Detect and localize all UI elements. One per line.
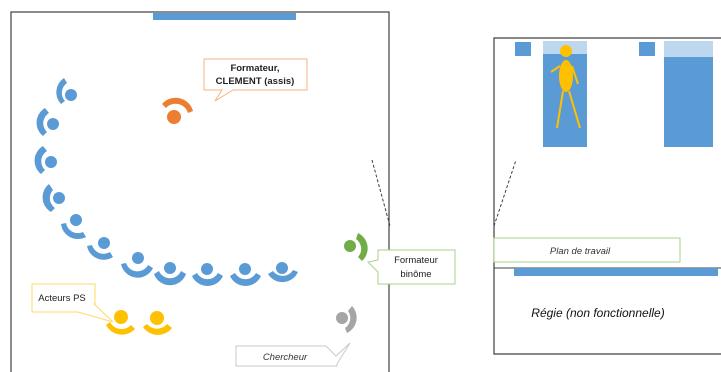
- actor-person-icon: [106, 310, 135, 335]
- researcher-person-icon: [336, 306, 357, 333]
- trainer-clement-person-icon: [162, 97, 193, 124]
- participant-person-icon: [36, 108, 59, 136]
- participants-arc: [34, 78, 298, 287]
- room-top-bar: [153, 13, 296, 20]
- control-room: Plan de travail Régie (non fonctionnelle…: [493, 37, 721, 355]
- bedside-unit: [639, 42, 655, 56]
- callout-trainer-clement: Formateur, CLEMENT (assis): [203, 58, 308, 102]
- bed-icon: [664, 41, 713, 147]
- window-line: [371, 159, 391, 227]
- participant-person-icon: [87, 237, 113, 260]
- participant-person-icon: [34, 146, 57, 174]
- callout-trainer-pair-line2: binôme: [400, 269, 431, 280]
- callout-actors-ps: Acteurs PS: [31, 283, 114, 323]
- trainer-pair-person-icon: [344, 233, 368, 261]
- participant-person-icon: [42, 184, 65, 212]
- participant-person-icon: [61, 214, 86, 240]
- callout-researcher-text: Chercheur: [263, 352, 308, 363]
- manikin-icon: [550, 45, 581, 129]
- participant-person-icon: [154, 262, 186, 286]
- workbench-label: Plan de travail: [550, 246, 611, 257]
- bedside-unit: [515, 42, 531, 56]
- workbench: Plan de travail: [493, 237, 681, 263]
- callout-trainer-pair-line1: Formateur: [394, 255, 438, 266]
- actor-person-icon: [143, 311, 172, 335]
- participant-person-icon: [268, 262, 298, 283]
- callout-actors-ps-text: Acteurs PS: [38, 293, 86, 304]
- window-line-right: [493, 159, 517, 227]
- callout-trainer-clement-line1: Formateur,: [230, 63, 279, 74]
- simulation-room: [10, 11, 391, 372]
- participant-person-icon: [192, 263, 223, 287]
- control-room-title: Régie (non fonctionnelle): [531, 306, 664, 320]
- callout-researcher: Chercheur: [235, 342, 351, 367]
- callout-trainer-clement-line2: CLEMENT (assis): [216, 76, 295, 87]
- regie-bar: [514, 268, 718, 276]
- room-wall: [10, 11, 390, 372]
- participant-person-icon: [230, 263, 261, 287]
- control-room-wall: [493, 37, 721, 355]
- callout-trainer-pair: Formateur binôme: [366, 249, 456, 285]
- participant-person-icon: [121, 252, 153, 278]
- participant-person-icon: [56, 78, 77, 104]
